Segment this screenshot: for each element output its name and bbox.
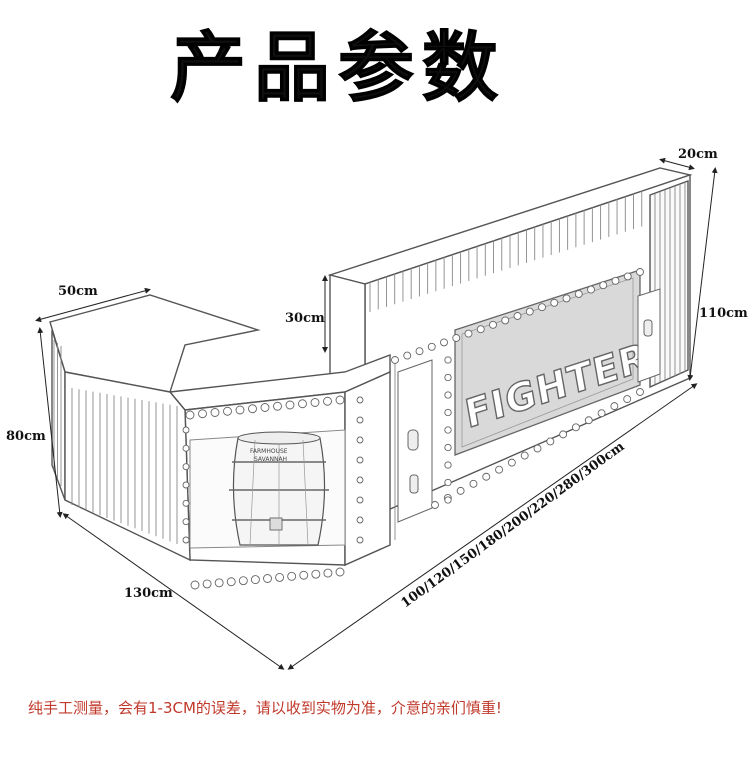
panel-upper-rivet [464,329,473,338]
panel-upper-rivet [440,338,448,347]
counter-top-rivet [273,401,282,411]
panel-left-rivet [444,391,452,399]
panel-left-rivet [444,443,452,452]
panel-upper-rivet [538,303,546,312]
counter-bottom-rivet [299,570,309,580]
counter-corner-rivet [356,416,364,424]
panel-lower-rivet [482,472,491,481]
counter-corner-rivet [356,496,364,504]
dim-step-height: 30cm [285,311,325,326]
dim-side-depth: 50cm [58,284,98,299]
counter-top-rivet [310,398,320,407]
counter-top-rivet [223,406,232,416]
counter-bottom-rivet [311,569,321,579]
counter-side-rivet [182,518,190,526]
dimension-lines [35,157,718,670]
counter-top-rivet [323,396,332,406]
panel-upper-rivet [403,351,412,360]
counter-bottom-rivet [250,575,260,585]
counter-bottom-rivet [226,577,236,587]
counter-side-rivet [182,426,190,434]
panel-upper-rivet [501,316,510,325]
counter-bottom-rivet [190,580,200,590]
panel-upper-rivet [476,325,485,334]
panel-left-rivet [444,408,452,417]
panel-lower-rivet [636,388,644,396]
counter-corner-rivet [356,536,364,544]
panel-left-rivet [444,496,452,504]
counter-side-rivet [182,444,190,452]
counter-top-rivet [335,395,345,405]
panel-upper-rivet [623,272,632,281]
panel-upper-rivet [550,298,559,307]
panel-upper-rivet [415,347,424,356]
dim-top-depth: 20cm [678,147,718,162]
counter-side-rivet [182,499,190,507]
panel-lower-rivet [495,465,504,474]
panel-lower-rivet [533,444,542,453]
counter-bottom-rivet [238,576,248,586]
page-title: 产品参数 [170,23,506,113]
counter-corner-rivet [356,396,364,404]
panel-lower-rivet [469,479,478,488]
panel-upper-rivet [562,294,571,303]
panel-upper-rivet [636,268,644,276]
counter-top-rivet [235,405,245,415]
panel-upper-rivet [391,356,399,364]
counter-top-rivet [260,403,270,412]
panel-lower-rivet [571,423,580,432]
panel-lower-rivet [520,451,529,460]
panel-left-rivet [444,478,452,487]
panel-upper-rivet [427,342,436,351]
panel-lower-rivet [597,409,606,418]
panel-lower-rivet [559,430,568,439]
counter-corner-rivet [356,516,364,524]
counter-bottom-rivet [335,567,345,577]
counter-corner-rivet [356,476,364,484]
counter-bottom-rivet [202,579,212,589]
counter-top-rivet [198,409,207,419]
panel-upper-rivet [513,312,522,320]
keg-label-top: FARMHOUSE [250,448,288,455]
panel-lower-rivet [546,437,555,446]
dim-counter-height: 80cm [6,429,46,444]
panel-lower-rivet [610,402,619,411]
counter-top-rivet [285,400,295,410]
panel-lower-rivet [456,486,465,495]
panel-upper-rivet [611,276,620,285]
counter-side-rivet [182,481,190,489]
panel-upper-rivet [452,334,461,342]
keg-label-bottom: SAVANNAH [254,456,287,463]
counter-corner-rivet [356,436,364,444]
panel-left-rivet [444,461,452,469]
counter-side-rivet [182,463,190,471]
counter-bottom-rivet [263,574,272,583]
counter-bottom-rivet [214,578,224,588]
counter-bottom-rivet [275,572,285,582]
panel-left-rivet [444,426,452,434]
counter-top-rivet [248,404,257,414]
panel-lower-rivet [507,458,516,467]
counter-top-rivet [210,408,220,417]
panel-lower-rivet [431,501,439,509]
measurement-note: 纯手工测量，会有1-3CM的误差，请以收到实物为准，介意的亲们慎重! [28,699,502,717]
panel-upper-rivet [599,281,608,290]
panel-upper-rivet [525,307,534,316]
panel-upper-rivet [489,320,497,329]
dim-tall-height: 110cm [699,306,748,321]
counter-bottom-rivet [323,568,333,578]
panel-upper-rivet [574,290,583,298]
counter-bottom-rivet [287,571,297,581]
panel-lower-rivet [584,416,593,425]
panel-left-rivet [444,373,452,382]
counter-top-rivet [298,399,307,409]
counter-side-rivet [182,536,190,544]
panel-left-rivet [444,356,452,364]
counter-top-rivet [185,410,195,420]
panel-lower-rivet [623,395,632,404]
counter-corner-rivet [356,456,364,464]
panel-upper-rivet [587,285,595,294]
dim-side-length: 130cm [124,586,173,601]
